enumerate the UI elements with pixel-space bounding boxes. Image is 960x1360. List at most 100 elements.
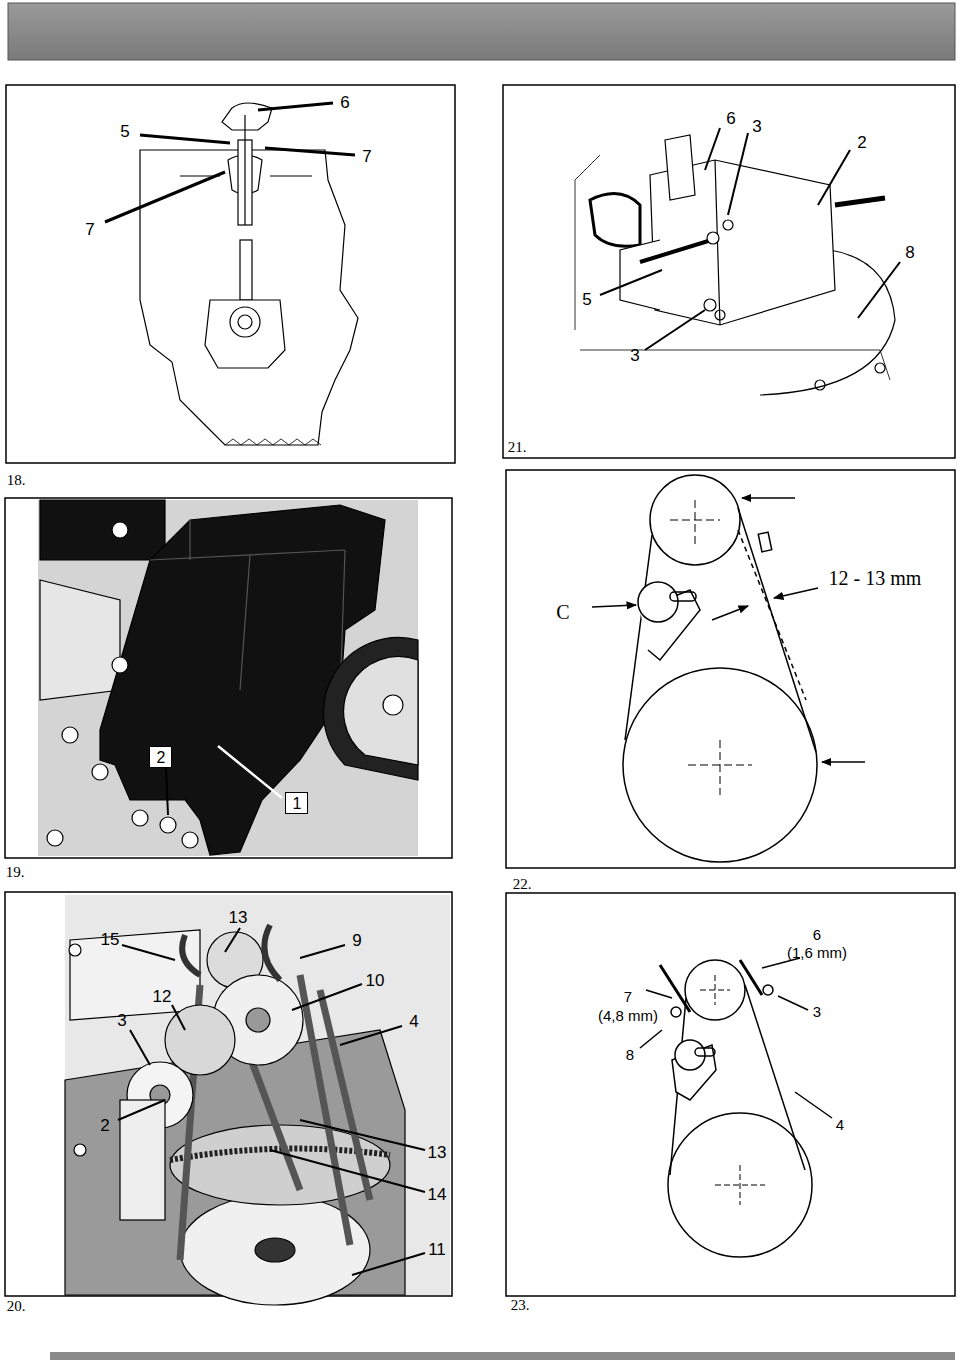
figure-19-shape [344,656,418,765]
figure-22-shape [623,668,817,862]
figure-20-shape [255,1238,295,1262]
figure-23-shape [740,960,762,995]
figure-18-shape [238,315,252,329]
figure-19-shape [112,657,128,673]
figure-23 [506,893,955,1296]
header-bar [8,3,955,60]
callout-number: 8 [626,1047,634,1064]
figure-18 [6,85,455,463]
callout-number: 3 [117,1012,126,1031]
callout-number: 3 [630,347,639,366]
figure-20-shape [246,1008,270,1032]
figure-23-shape [660,965,690,1012]
figure-20-shape [270,1150,425,1192]
figure-18-shape [270,175,312,176]
figure-caption: 18. [7,472,26,489]
figure-21 [503,85,955,458]
figure-20-shape [300,1120,425,1150]
figure-23-shape [778,996,808,1010]
figure-20-shape [352,1253,425,1275]
figure-21-shape [620,240,660,310]
figure-caption: 20. [7,1298,26,1315]
figure-23-shape [740,1165,741,1205]
figure-21-shape [707,232,719,244]
figure-19-shape [150,520,345,700]
figure-18-shape [222,103,272,130]
dimension-label: 12 - 13 mm [829,567,922,589]
figure-20-shape [300,945,345,958]
figure-20-shape [172,1005,185,1030]
figure-19-shape [92,764,108,780]
callout-number: 2 [100,1117,109,1136]
figure-22-shape [738,530,806,700]
figure-23-shape [763,985,773,995]
figure-21-shape [858,262,900,318]
figure-18-shape [240,240,252,300]
figure-18-shape [6,85,455,463]
figure-19-shape [40,500,165,560]
dimension-label: (4,8 mm) [598,1008,658,1025]
figure-20-shape [165,1005,235,1075]
callout-number: 2 [857,134,866,153]
figure-20-shape [225,928,240,952]
figure-21-shape [815,380,825,390]
figure-19-shape [218,746,282,798]
figure-22-shape [670,592,696,601]
figure-18-shape [205,300,285,368]
figure-22-shape [742,497,795,499]
figure-21-shape [590,194,640,247]
figure-19-shape [132,810,148,826]
callout-number: 6 [726,110,735,129]
figure-22-shape [695,500,696,545]
figure-19-shape [160,817,176,833]
callout-number: 5 [120,123,129,142]
figure-21-shape [575,155,600,330]
figure-19-shape [383,695,403,715]
figure-20-shape [69,944,81,956]
figure-19-shape [166,768,168,815]
figure-23-shape [685,960,745,1020]
figure-23-shape [640,1030,662,1048]
callout-number: 2 [157,749,164,767]
callout-number: 7 [85,221,94,240]
figure-19-shape [323,637,418,780]
figure-caption: 19. [6,864,25,881]
figure-18-shape [258,103,333,110]
figure-caption: 21. [508,439,527,456]
figure-21-shape [715,310,725,320]
figure-19-shape [38,500,418,856]
figure-18-shape [140,135,230,143]
figure-18-shape [105,172,225,222]
figure-23-shape [668,1113,812,1257]
callout-number: 5 [582,291,591,310]
callout-number: 7 [362,148,371,167]
figure-22-shape [738,508,816,752]
footer-bar-shape [50,1352,955,1360]
figure-21-shape [818,150,850,205]
figure-20-shape [182,925,280,980]
figure-18-shape [265,148,355,155]
callout-number: 10 [366,972,385,991]
figure-21-shape [600,270,662,295]
figure-21-shape [875,363,885,373]
callout-letter: C [556,601,569,623]
figure-23-shape [675,1040,705,1070]
figure-23-shape [795,1092,832,1118]
figure-caption: 23. [511,1297,530,1314]
header-bar-shape [8,3,955,60]
figure-19-shape [47,830,63,846]
figure-23-shape [695,1048,715,1056]
figure-19-shape [62,727,78,743]
figure-20-shape [120,1100,165,1220]
figure-19-shape [112,522,128,538]
figure-22-shape [592,605,636,607]
figure-21-shape [728,133,748,215]
callout-number: 9 [352,932,361,951]
figure-23-shape [671,1007,681,1017]
figure-20-shape [122,945,175,960]
figure-19-shape [40,580,120,700]
callout-number: 14 [428,1186,447,1205]
figure-22-shape [822,761,865,763]
